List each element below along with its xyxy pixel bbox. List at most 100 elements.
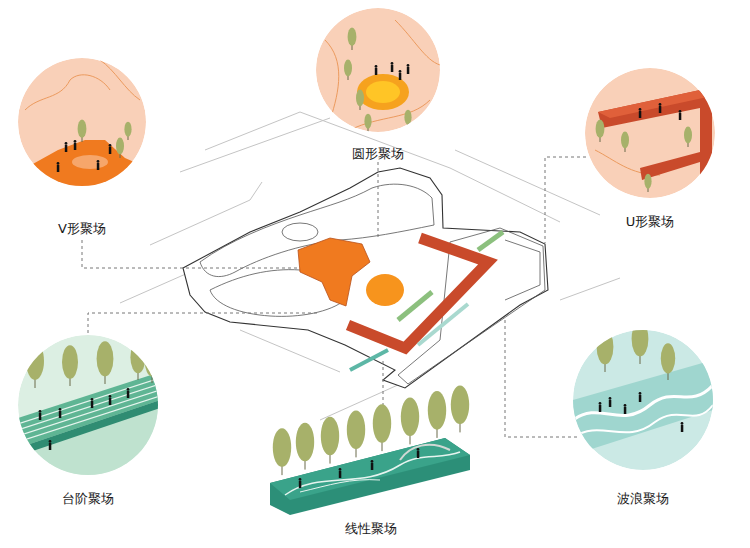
- person: [109, 398, 112, 405]
- person-head: [97, 160, 100, 163]
- illustration-group: [573, 321, 713, 470]
- tree-crown: [597, 329, 614, 364]
- tree-crown: [347, 410, 365, 449]
- tree-crown: [661, 343, 675, 373]
- tree-crown: [273, 428, 291, 467]
- person-head: [659, 103, 662, 106]
- round-plaza-core: [366, 81, 400, 103]
- step-riser: [18, 400, 160, 456]
- person: [609, 400, 612, 407]
- step-edge: [18, 378, 160, 424]
- person: [127, 391, 130, 398]
- person: [375, 68, 378, 75]
- person-head: [679, 110, 682, 113]
- person-head: [609, 397, 612, 400]
- person-head: [109, 395, 112, 398]
- gathering-space-node: V形聚场: [16, 56, 148, 239]
- tree-crown: [451, 385, 469, 424]
- person-head: [39, 410, 42, 413]
- tree-crown: [364, 114, 371, 129]
- tree-crown: [348, 28, 357, 46]
- illustration-group: [18, 58, 148, 200]
- person: [624, 407, 627, 414]
- person-head: [407, 64, 410, 67]
- illustration-group: [316, 8, 440, 132]
- person-head: [375, 65, 378, 68]
- tree-trunk: [152, 370, 153, 383]
- clipped-illustration: [316, 8, 440, 132]
- person-head: [65, 142, 68, 145]
- person-head: [639, 108, 642, 111]
- space-label: 波浪聚场: [617, 490, 669, 508]
- tree-crown: [130, 341, 145, 373]
- tree-crown: [404, 110, 411, 125]
- space-label: V形聚场: [58, 220, 106, 238]
- wave-band: [573, 360, 713, 455]
- gathering-space-node: U形聚场: [583, 66, 717, 232]
- raised-seat: [400, 445, 450, 460]
- tree-crown: [621, 132, 629, 149]
- person: [399, 73, 402, 80]
- person: [65, 145, 68, 152]
- circle-ground: [585, 68, 715, 198]
- teal-strip: [350, 350, 388, 370]
- person: [59, 411, 62, 418]
- space-label: 台阶聚场: [62, 490, 114, 508]
- leader-line: [383, 360, 384, 412]
- person: [299, 481, 302, 488]
- tree-crown: [428, 391, 446, 430]
- contour-line: [395, 20, 440, 65]
- tree-crown: [62, 345, 78, 379]
- person: [109, 147, 112, 154]
- building-outline: [505, 240, 540, 300]
- space-illustration: [16, 56, 148, 239]
- person-head: [639, 392, 642, 395]
- tree-crown: [124, 122, 131, 137]
- tree-crown: [78, 120, 87, 138]
- gathering-space-node: 圆形聚场: [314, 6, 442, 164]
- tree-crown: [116, 138, 124, 155]
- path-line: [300, 480, 380, 492]
- person: [74, 143, 77, 150]
- leader-line: [545, 157, 586, 243]
- person-head: [399, 70, 402, 73]
- contour-line: [100, 60, 140, 100]
- u-walkway: [348, 238, 488, 348]
- tree-crown: [632, 321, 649, 356]
- person: [97, 163, 100, 170]
- road-line: [180, 118, 330, 172]
- person: [91, 401, 94, 408]
- clipped-illustration: [573, 321, 713, 470]
- leader-line: [88, 313, 320, 333]
- illustration-group: [18, 335, 160, 480]
- person: [639, 395, 642, 402]
- person: [681, 425, 684, 432]
- wave-line: [573, 405, 713, 438]
- person: [49, 443, 52, 450]
- tree-crown: [644, 174, 651, 189]
- space-label: 圆形聚场: [352, 145, 404, 163]
- tree-crown: [596, 120, 605, 138]
- space-illustration: [268, 415, 473, 539]
- person: [679, 113, 682, 120]
- round-plaza: [366, 274, 404, 306]
- tree-crown: [401, 397, 419, 436]
- space-illustration: [571, 328, 715, 509]
- person-head: [299, 478, 302, 481]
- clipped-illustration: [18, 335, 160, 480]
- person-head: [391, 62, 394, 65]
- tree-crown: [344, 60, 352, 77]
- person: [339, 471, 342, 478]
- person: [417, 451, 420, 458]
- v-plaza: [20, 140, 148, 200]
- site-outline: [183, 168, 548, 388]
- person: [407, 67, 410, 74]
- building-lines: [200, 184, 545, 384]
- tree-crown: [26, 342, 44, 380]
- space-label: U形聚场: [626, 213, 675, 231]
- person-head: [681, 422, 684, 425]
- tree-crown: [684, 127, 692, 144]
- person-head: [624, 404, 627, 407]
- green-strip: [398, 292, 432, 320]
- v-plaza: [298, 238, 370, 306]
